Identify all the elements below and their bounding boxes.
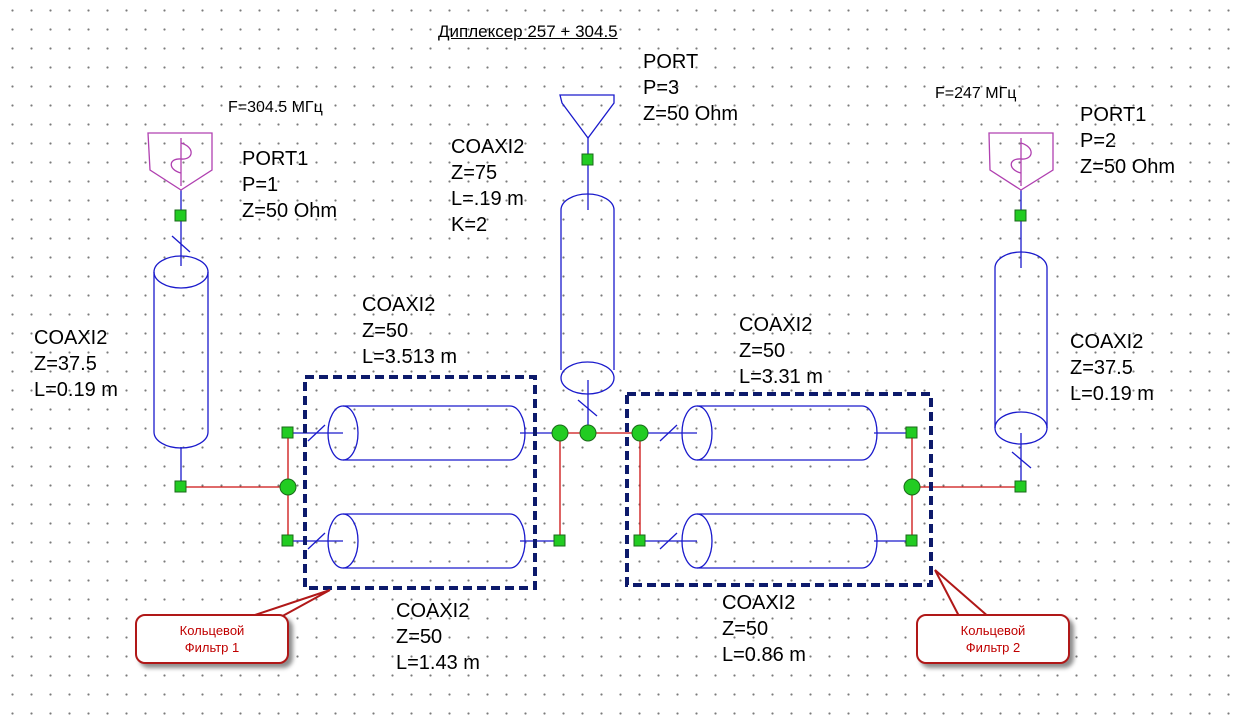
coax-left-vertical[interactable] (153, 255, 209, 449)
diagram-title: Диплексер 257 + 304.5 (438, 22, 618, 41)
nodes (279, 424, 921, 496)
ring-filter-2-box[interactable] (625, 392, 933, 587)
port-source-right-icon[interactable] (988, 132, 1054, 191)
port-source-left-icon[interactable] (147, 132, 213, 191)
port-3-icon[interactable] (559, 94, 615, 140)
pins (174, 153, 1027, 547)
coax-filter2-bottom[interactable] (681, 513, 878, 569)
coax-filter1-bottom[interactable] (327, 513, 526, 569)
frequency-right: F=247 МГц (935, 85, 1017, 102)
coax-center-vertical[interactable] (560, 193, 615, 395)
coax-right-vertical[interactable] (994, 251, 1048, 445)
coax-filter1-top[interactable] (327, 405, 526, 461)
coax-filter2-top[interactable] (681, 405, 878, 461)
callout-2-pointer (934, 569, 991, 619)
coax-stubs (171, 138, 1032, 550)
frequency-left: F=304.5 МГц (228, 99, 323, 116)
ring-filter-1-box[interactable] (303, 375, 537, 590)
